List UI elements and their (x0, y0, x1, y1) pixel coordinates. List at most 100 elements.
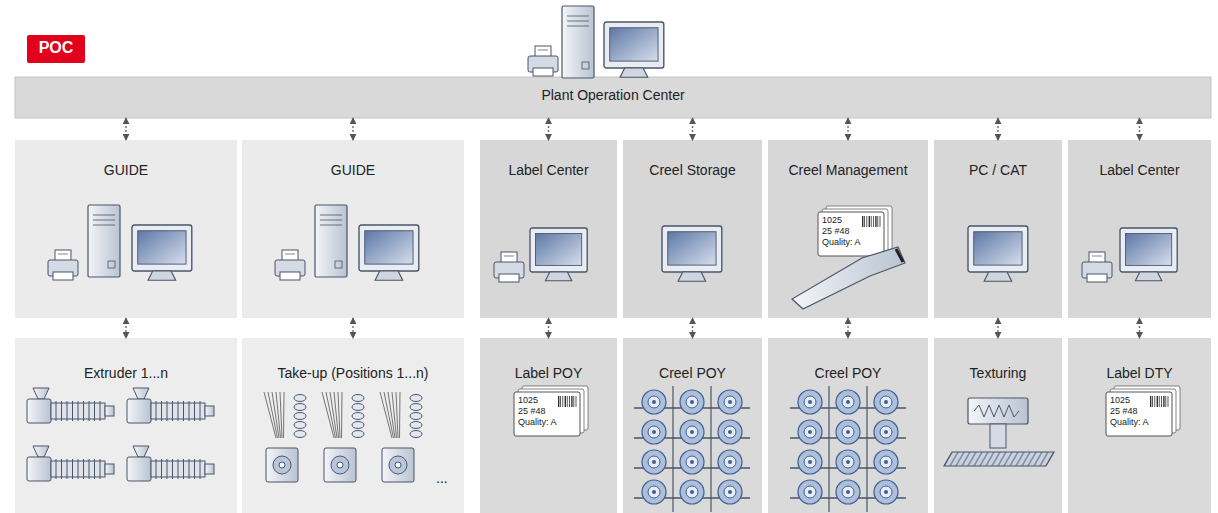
printer-icon (275, 250, 305, 280)
box-fill (623, 140, 762, 318)
monitor-icon (662, 226, 722, 281)
label-card-text: Quality: A (518, 417, 557, 428)
label-card-text: 1025 (518, 395, 538, 406)
dotted-connector (125, 318, 126, 338)
dotted-connector (1139, 118, 1140, 140)
computer-tower-icon (315, 205, 347, 277)
label-card-text: 25 #48 (822, 226, 850, 237)
node-label: Label DTY (1074, 365, 1205, 382)
label-card-text: 25 #48 (518, 406, 546, 417)
poc-badge: POC (27, 35, 85, 63)
node-label: Label Center (1074, 162, 1205, 179)
extruder-symbol (127, 446, 214, 481)
box-fill (15, 77, 1211, 118)
node-label: POC (39, 39, 74, 56)
label-card-text: 1025 (1110, 395, 1130, 406)
machine-box: Creel POY (768, 338, 928, 513)
node-label: Label POY (486, 365, 611, 382)
system-box: Label Center (480, 140, 617, 318)
node-label: Texturing (940, 365, 1056, 382)
creel-rack (790, 386, 906, 512)
machine-box: Creel POY (623, 338, 762, 513)
extruder-symbol (27, 446, 114, 481)
dotted-connector (548, 118, 549, 140)
dotted-connector (352, 318, 353, 338)
dotted-connector (352, 118, 353, 140)
system-box: GUIDE (242, 140, 464, 318)
box-fill (768, 140, 928, 318)
box-fill (480, 140, 617, 318)
dotted-connector (692, 318, 693, 338)
dotted-connector (548, 318, 549, 338)
monitor-icon (530, 228, 587, 281)
continuation-mark: ... (436, 470, 448, 486)
box-fill (480, 338, 617, 513)
take-up-winder (322, 392, 364, 482)
dotted-connector (997, 318, 998, 338)
monitor-icon (359, 225, 419, 280)
monitor-icon (968, 226, 1028, 281)
node-label: Creel Management (774, 162, 922, 179)
box-fill (934, 338, 1062, 513)
monitor-icon (1120, 228, 1177, 281)
computer-tower-icon (88, 205, 120, 277)
box-fill (242, 338, 464, 513)
dotted-connector (692, 118, 693, 140)
printer-icon (528, 46, 558, 76)
box-fill (15, 338, 237, 513)
system-box: Label Center (1068, 140, 1211, 318)
label-card-text: 1025 (822, 215, 842, 226)
creel-rack (634, 386, 750, 512)
system-box: GUIDE (15, 140, 237, 318)
box-fill (242, 140, 464, 318)
label-card (818, 206, 892, 256)
node-label: Take-up (Positions 1...n) (248, 365, 458, 382)
take-up-winder (264, 392, 306, 482)
dotted-connector (847, 318, 848, 338)
printer-icon (48, 250, 78, 280)
machine-box: Texturing (934, 338, 1062, 513)
texturing-machine (944, 398, 1054, 466)
box-fill (15, 140, 237, 318)
box-fill (623, 338, 762, 513)
box-fill (934, 140, 1062, 318)
box-fill (27, 35, 85, 63)
label-card (514, 386, 588, 436)
extruder-symbol (127, 388, 214, 423)
system-box: PC / CAT (934, 140, 1062, 318)
operation-center-band: Plant Operation Center (15, 77, 1211, 118)
label-card-text: Quality: A (822, 237, 861, 248)
node-label: PC / CAT (940, 162, 1056, 179)
box-fill (1068, 338, 1211, 513)
label-card-text: Quality: A (1110, 417, 1149, 428)
node-label: Plant Operation Center (541, 87, 684, 104)
label-card (1106, 386, 1180, 436)
node-label: Label Center (486, 162, 611, 179)
machine-box: Take-up (Positions 1...n) (242, 338, 464, 513)
monitor-icon (604, 22, 664, 77)
node-label: Extruder 1...n (21, 365, 231, 382)
node-label: Creel POY (629, 365, 756, 382)
node-label: GUIDE (248, 162, 458, 179)
node-label: Creel POY (774, 365, 922, 382)
printer-icon (1082, 252, 1112, 282)
take-up-winder (380, 392, 422, 482)
node-label: Creel Storage (629, 162, 756, 179)
printer-icon (494, 252, 524, 282)
monitor-icon (132, 225, 192, 280)
dotted-connector (1139, 318, 1140, 338)
box-fill (768, 338, 928, 513)
dotted-connector (125, 118, 126, 140)
label-card-text: 25 #48 (1110, 406, 1138, 417)
dotted-connector (997, 118, 998, 140)
dotted-connector (847, 118, 848, 140)
node-label: GUIDE (21, 162, 231, 179)
box-fill (1068, 140, 1211, 318)
system-box: Creel Storage (623, 140, 762, 318)
barcode-scanner (792, 247, 905, 309)
extruder-symbol (27, 388, 114, 423)
machine-box: Extruder 1...n (15, 338, 237, 513)
computer-tower-icon (562, 6, 594, 78)
